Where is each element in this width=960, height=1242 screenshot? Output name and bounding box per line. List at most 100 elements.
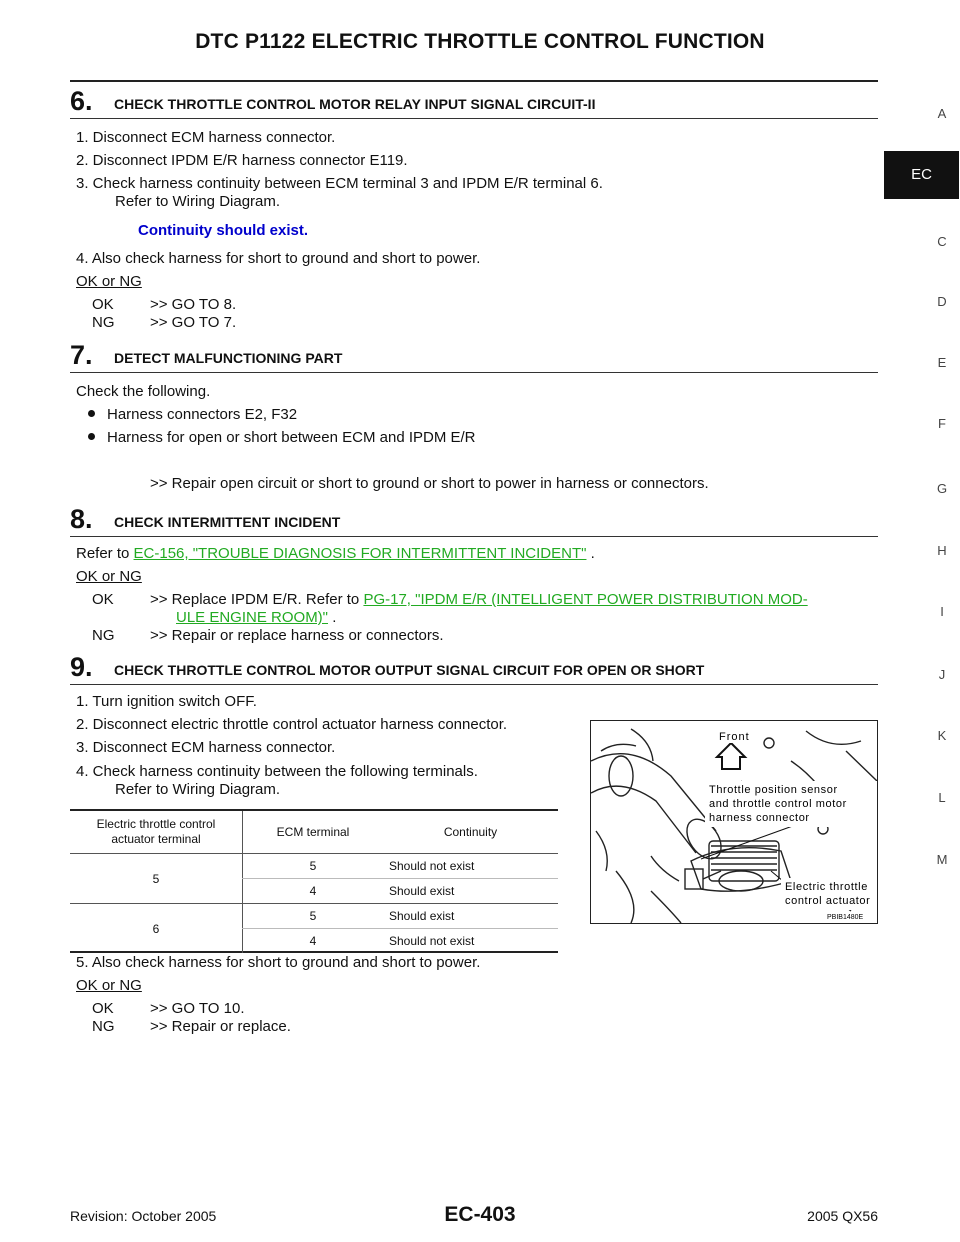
section-9-title: CHECK THROTTLE CONTROL MOTOR OUTPUT SIGN… <box>114 662 705 678</box>
table-cell-ecm: 4 <box>242 878 383 904</box>
front-arrow-icon <box>714 741 748 770</box>
section-6-step-4: 4. Also check harness for short to groun… <box>76 250 481 267</box>
side-index-ec-active[interactable]: EC <box>884 151 959 199</box>
section-6-step-3: 3. Check harness continuity between ECM … <box>76 175 603 192</box>
section-6-ng-text: >> GO TO 7. <box>150 314 237 331</box>
section-6-refer: Refer to Wiring Diagram. <box>115 193 281 210</box>
section-7-number: 7. <box>70 340 93 370</box>
section-8-refer-link[interactable]: EC-156, "TROUBLE DIAGNOSIS FOR INTERMITT… <box>133 545 587 562</box>
section-8-ok-line-1: >> Replace IPDM E/R. Refer to PG-17, "IP… <box>150 590 808 609</box>
side-index-e[interactable]: E <box>937 355 947 370</box>
section-9-ng-text: >> Repair or replace. <box>150 1018 291 1035</box>
bullet-icon <box>88 410 95 417</box>
section-6-ng-label: NG <box>92 314 115 331</box>
section-9-ok-label: OK <box>92 1000 114 1017</box>
table-cell-continuity: Should exist <box>383 878 558 904</box>
section-8-ng-label: NG <box>92 627 115 644</box>
section-8-refer-prefix: Refer to <box>76 545 130 562</box>
section-8-ok-suffix: . <box>332 609 337 626</box>
section-8-ok-text: >> Replace IPDM E/R. Refer to <box>150 591 360 608</box>
section-7-heading: 7. DETECT MALFUNCTIONING PART <box>70 340 878 373</box>
table-header-continuity: Continuity <box>383 811 558 854</box>
continuity-table-frame: Electric throttle control actuator termi… <box>70 809 558 953</box>
table-row: 4 Should exist <box>70 878 558 904</box>
table-row: 4 Should not exist <box>70 928 558 953</box>
section-6-title: CHECK THROTTLE CONTROL MOTOR RELAY INPUT… <box>114 96 596 112</box>
table-header-ecm: ECM terminal <box>242 811 383 854</box>
section-9-ok-or-ng: OK or NG <box>76 977 142 994</box>
section-8-ok-line-2: ULE ENGINE ROOM)" . <box>176 608 336 627</box>
figure-label-actuator-2: control actuator <box>785 895 870 907</box>
section-6-ok-label: OK <box>92 296 114 313</box>
table-cell-ecm: 4 <box>242 928 383 953</box>
section-9-rule <box>70 684 878 685</box>
engine-bay-illustration: Front Throttle position sensor and throt… <box>591 721 877 923</box>
section-7-bullet-2: Harness for open or short between ECM an… <box>88 428 476 447</box>
section-8-number: 8. <box>70 504 93 534</box>
section-8-title: CHECK INTERMITTENT INCIDENT <box>114 514 341 530</box>
section-8-refer: Refer to EC-156, "TROUBLE DIAGNOSIS FOR … <box>76 544 595 563</box>
table-cell-continuity: Should not exist <box>389 934 475 948</box>
section-9-ok-text: >> GO TO 10. <box>150 1000 245 1017</box>
section-7-rule <box>70 372 878 373</box>
table-cell-continuity: Should exist <box>383 903 558 929</box>
side-index-j[interactable]: J <box>938 667 946 682</box>
side-index-d[interactable]: D <box>937 294 947 309</box>
table-row: 6 5 Should exist <box>70 903 558 936</box>
table-cell-actuator: 6 <box>152 921 160 936</box>
page-title: DTC P1122 ELECTRIC THROTTLE CONTROL FUNC… <box>195 30 765 53</box>
section-8-heading: 8. CHECK INTERMITTENT INCIDENT <box>70 504 878 537</box>
section-9-step-1: 1. Turn ignition switch OFF. <box>76 693 257 710</box>
figure-label-sensor-1: Throttle position sensor <box>709 784 838 796</box>
table-cell-ecm: 5 <box>242 903 383 929</box>
table-row: 5 5 Should not exist <box>70 853 558 904</box>
side-index-i[interactable]: I <box>940 604 944 619</box>
footer-model: 2005 QX56 <box>807 1208 878 1224</box>
section-8-ok-label: OK <box>92 591 114 608</box>
section-7-title: DETECT MALFUNCTIONING PART <box>114 350 343 366</box>
section-8-ok-link-1[interactable]: PG-17, "IPDM E/R (INTELLIGENT POWER DIST… <box>363 591 808 608</box>
figure-label-sensor-3: harness connector <box>709 812 810 824</box>
figure-label-front: Front <box>719 731 750 743</box>
section-6-step-2: 2. Disconnect IPDM E/R harness connector… <box>76 152 408 169</box>
footer-page-number: EC-403 <box>444 1203 516 1226</box>
section-9-ng-label: NG <box>92 1018 115 1035</box>
section-6-ok-text: >> GO TO 8. <box>150 296 237 313</box>
section-9-number: 9. <box>70 652 93 682</box>
section-6-ok-or-ng: OK or NG <box>76 273 142 290</box>
side-index-k[interactable]: K <box>937 728 947 743</box>
section-9-step-4: 4. Check harness continuity between the … <box>76 763 478 780</box>
side-index-g[interactable]: G <box>936 481 948 496</box>
side-index-a[interactable]: A <box>937 106 947 121</box>
side-index-m[interactable]: M <box>936 852 948 867</box>
table-header-actuator: Electric throttle control actuator termi… <box>70 811 243 854</box>
table-cell-continuity: Should not exist <box>383 853 558 879</box>
section-6-rule <box>70 118 878 119</box>
table-cell-actuator: 5 <box>70 853 243 904</box>
section-7-intro: Check the following. <box>76 383 211 400</box>
side-index-h[interactable]: H <box>937 543 947 558</box>
continuity-table: Electric throttle control actuator termi… <box>70 811 558 953</box>
side-index-l[interactable]: L <box>938 790 946 805</box>
section-8-rule <box>70 536 878 537</box>
section-7-action: >> Repair open circuit or short to groun… <box>150 475 709 492</box>
header-rule <box>70 80 878 82</box>
section-9-step-2: 2. Disconnect electric throttle control … <box>76 716 508 733</box>
section-7-bullet-1-text: Harness connectors E2, F32 <box>107 406 298 423</box>
footer-revision: Revision: October 2005 <box>70 1208 217 1224</box>
section-8-refer-suffix: . <box>590 545 595 562</box>
figure-label-actuator-1: Electric throttle <box>785 881 868 893</box>
bullet-icon <box>88 433 95 440</box>
figure-label-sensor-2: and throttle control motor <box>709 798 847 810</box>
side-index-c[interactable]: C <box>937 234 947 249</box>
figure-code: PBIB1480E <box>827 914 864 921</box>
section-6-spec: Continuity should exist. <box>138 222 309 239</box>
table-cell-ecm: 5 <box>242 853 383 879</box>
section-9-heading: 9. CHECK THROTTLE CONTROL MOTOR OUTPUT S… <box>70 652 878 685</box>
section-6-step-1: 1. Disconnect ECM harness connector. <box>76 129 336 146</box>
section-8-ok-link-2[interactable]: ULE ENGINE ROOM)" <box>176 609 329 626</box>
section-9-step-3: 3. Disconnect ECM harness connector. <box>76 739 336 756</box>
section-7-bullet-1: Harness connectors E2, F32 <box>88 405 297 424</box>
section-7-bullet-2-text: Harness for open or short between ECM an… <box>107 429 476 446</box>
side-index-f[interactable]: F <box>938 416 946 431</box>
